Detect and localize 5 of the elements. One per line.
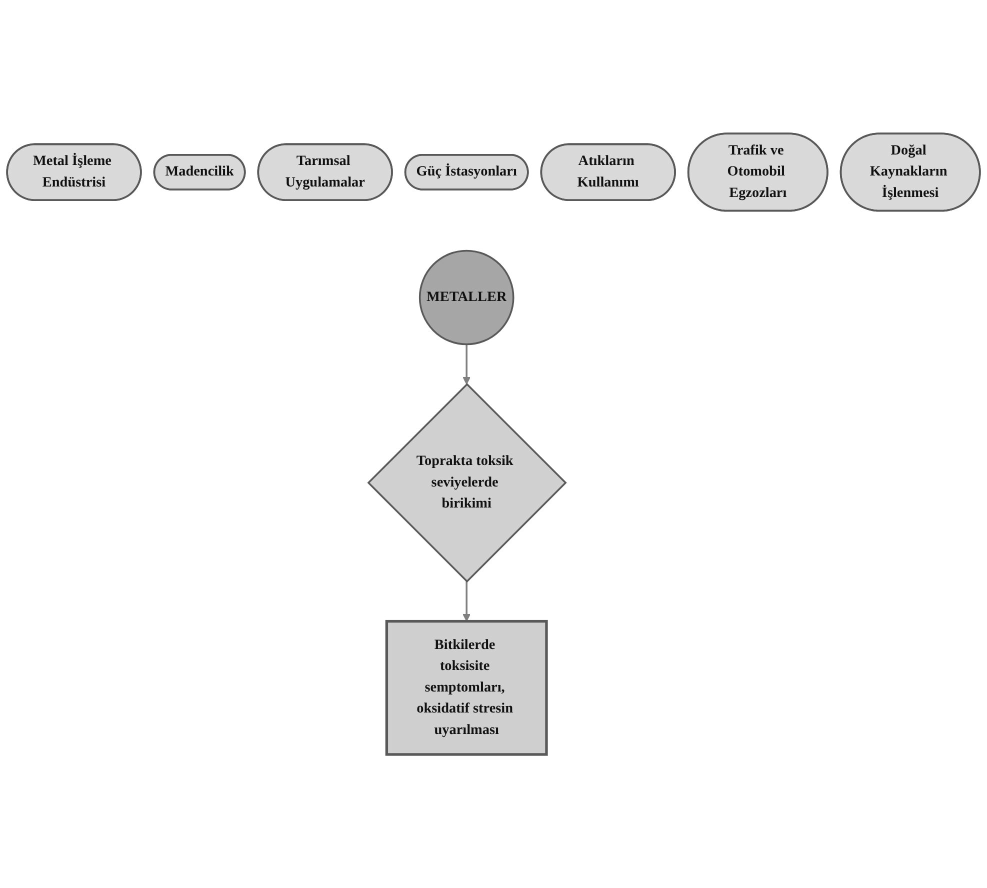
node-box: Bitkilerde toksisite semptomları, oksidatif stresin uyarılması [385,620,548,756]
arrow [462,344,470,385]
node-circle: METALLER [418,250,514,346]
node-diamond: Toprakta toksik seviyelerde birikimi [367,382,567,583]
arrow [462,581,470,622]
